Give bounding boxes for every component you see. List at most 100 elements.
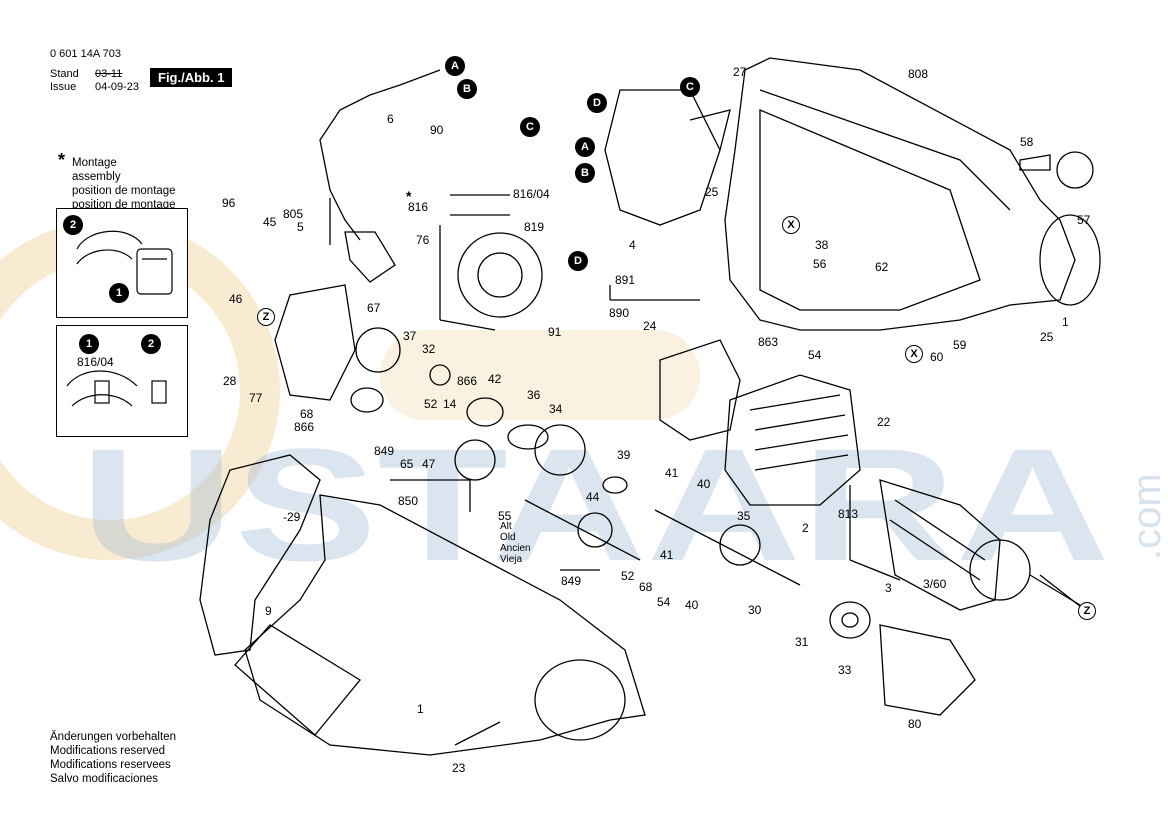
assembly-inset-top: 2 1 [56, 208, 188, 318]
marker-a: A [445, 56, 465, 76]
part-label: 68 [639, 580, 653, 594]
marker-z: Z [1078, 602, 1096, 620]
part-label: 44 [586, 490, 600, 504]
part-label: 76 [416, 233, 430, 247]
part-label: 52 [621, 569, 635, 583]
part-label: 54 [657, 595, 671, 609]
part-label: 891 [615, 273, 636, 287]
assembly-note-line: position de montage [72, 185, 176, 197]
part-label: 816/04 [513, 187, 550, 201]
inset-drawing [76, 230, 173, 295]
old-version-line: Alt [500, 521, 512, 532]
part-label: 34 [549, 402, 563, 416]
part-label: 45 [263, 215, 277, 229]
asterisk-icon: * [58, 150, 66, 170]
part-label: 27 [733, 65, 747, 79]
old-version-line: Vieja [500, 554, 523, 565]
old-version-line: Ancien [500, 543, 531, 554]
part-label: 59 [953, 338, 967, 352]
asterisk-icon: * [406, 188, 412, 204]
watermark-text: USTAARA [80, 415, 1110, 594]
step-1-icon: 1 [109, 283, 129, 303]
part-label: 31 [795, 635, 809, 649]
assembly-inset-bottom: 1 2 816/04 [56, 325, 188, 437]
part-label: 30 [748, 603, 762, 617]
marker-d: D [587, 93, 607, 113]
part-label: 46 [229, 292, 243, 306]
step-2-icon: 2 [141, 334, 161, 354]
marker-x: X [782, 216, 800, 234]
part-label: 42 [488, 372, 502, 386]
marker-c: C [680, 77, 700, 97]
part-label: 819 [524, 220, 545, 234]
footer-line: Modifications reservees [50, 759, 171, 771]
footer-line: Salvo modificaciones [50, 773, 159, 785]
part-label: 23 [452, 761, 466, 775]
marker-c: C [520, 117, 540, 137]
part-label: 849 [561, 574, 582, 588]
part-label: 32 [422, 342, 436, 356]
part-label: 2 [802, 521, 809, 535]
marker-x: X [905, 345, 923, 363]
part-label: 33 [838, 663, 852, 677]
part-label: 39 [617, 448, 631, 462]
assembly-note-line: Montage [72, 157, 117, 169]
part-label: 68 [300, 407, 314, 421]
marker-a: A [575, 137, 595, 157]
part-label: 25 [705, 185, 719, 199]
issue-label: Issue [50, 81, 77, 93]
part-label: 5 [297, 220, 304, 234]
part-label: 35 [737, 509, 751, 523]
part-label: 41 [660, 548, 674, 562]
part-label: 808 [908, 67, 929, 81]
part-label: 863 [758, 335, 779, 349]
marker-b: B [457, 79, 477, 99]
assembly-note: Montage assembly position de montage pos… [72, 156, 176, 212]
part-label: 58 [1020, 135, 1034, 149]
footer-line: Modifications reserved [50, 745, 166, 757]
part-label: 36 [527, 388, 541, 402]
part-label: 77 [249, 391, 263, 405]
part-label: 60 [930, 350, 944, 364]
step-2-icon: 2 [63, 215, 83, 235]
part-label: 65 [400, 457, 414, 471]
marker-d: D [568, 251, 588, 271]
part-label: 91 [548, 325, 562, 339]
part-label: 9 [265, 604, 272, 618]
part-label: 14 [443, 397, 457, 411]
assembly-note-line: assembly [72, 171, 121, 183]
marker-b: B [575, 163, 595, 183]
part-label: 41 [665, 466, 679, 480]
part-label: 25 [1040, 330, 1054, 344]
part-label: 813 [838, 507, 859, 521]
part-label: 866 [294, 420, 315, 434]
part-label: 3 [885, 581, 892, 595]
part-label: 90 [430, 123, 444, 137]
part-label: 24 [643, 319, 657, 333]
part-label: 1 [417, 702, 424, 716]
part-label: 57 [1077, 213, 1091, 227]
part-label: 3/60 [923, 577, 947, 591]
part-label: 890 [609, 306, 630, 320]
part-label: 850 [398, 494, 419, 508]
part-label: 816 [408, 200, 429, 214]
part-label: 67 [367, 301, 381, 315]
part-label: 80 [908, 717, 922, 731]
part-label: 40 [697, 477, 711, 491]
part-label: 37 [403, 329, 417, 343]
inset-part-label: 816/04 [77, 355, 114, 369]
figure-label: Fig./Abb. 1 [150, 68, 233, 87]
part-label: 54 [808, 348, 822, 362]
watermark-suffix: .com [1125, 473, 1168, 560]
part-label: -29 [283, 510, 301, 524]
step-1-icon: 1 [79, 334, 99, 354]
part-label: 6 [387, 112, 394, 126]
old-version-note: Alt Old Ancien Vieja [500, 521, 531, 565]
part-label: 52 [424, 397, 438, 411]
part-label: 56 [813, 257, 827, 271]
issue-value: 04-09-23 [95, 81, 140, 93]
part-label: 1 [1062, 315, 1069, 329]
stand-value: 03-11 [95, 68, 123, 80]
